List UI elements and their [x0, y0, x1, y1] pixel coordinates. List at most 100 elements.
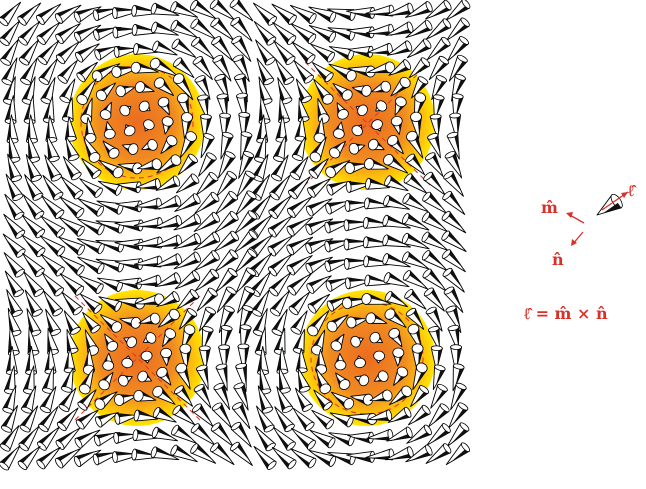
cone-arrow-icon — [179, 131, 197, 159]
cone-arrow-icon — [403, 173, 428, 194]
cone-arrow-icon — [22, 252, 45, 278]
cone-arrow-icon — [152, 406, 177, 423]
cone-arrow-icon — [430, 345, 443, 372]
cone-arrow-icon — [230, 16, 253, 42]
cone-arrow-icon — [153, 234, 183, 248]
cone-arrow-icon — [55, 41, 80, 65]
cone-arrow-icon — [176, 289, 199, 310]
cone-arrow-icon — [190, 443, 217, 464]
cone-arrow-icon — [152, 385, 176, 405]
cone-arrow-icon — [383, 195, 410, 210]
cone-arrow-icon — [4, 365, 16, 395]
cone-arrow-icon — [443, 170, 464, 197]
cone-arrow-icon — [27, 326, 40, 356]
cone-arrow-icon — [99, 101, 112, 120]
cone-arrow-icon — [368, 138, 385, 151]
cone-arrow-icon — [236, 170, 256, 198]
cone-arrow-icon — [366, 61, 396, 74]
cone-arrow-icon — [44, 154, 62, 182]
cone-arrow-icon — [406, 38, 432, 59]
cone-arrow-icon — [295, 78, 313, 104]
cone-arrow-icon — [5, 173, 24, 201]
cone-arrow-icon — [96, 277, 124, 293]
vortex-domain-top-left — [69, 54, 205, 190]
cone-arrow-icon — [394, 96, 407, 116]
cone-arrow-icon — [237, 286, 256, 314]
cone-arrow-icon — [194, 75, 211, 101]
cone-arrow-icon — [178, 308, 198, 330]
cone-arrow-icon — [315, 348, 328, 375]
cone-arrow-icon — [190, 0, 217, 20]
cone-arrow-icon — [254, 425, 276, 452]
cone-arrow-icon — [18, 425, 40, 452]
cone-arrow-icon — [290, 310, 308, 335]
cone-arrow-icon — [432, 364, 446, 391]
cone-arrow-icon — [401, 232, 430, 250]
cone-arrow-icon — [65, 136, 80, 162]
cone-arrow-icon — [137, 370, 153, 383]
cone-arrow-icon — [83, 136, 101, 163]
cone-arrow-icon — [383, 272, 410, 288]
cone-arrow-icon — [73, 24, 102, 43]
cone-arrow-icon — [133, 43, 159, 55]
cone-arrow-icon — [0, 425, 20, 452]
cone-arrow-icon — [82, 311, 101, 334]
cone-arrow-icon — [231, 402, 251, 430]
cone-arrow-icon — [336, 102, 349, 120]
cone-arrow-icon — [402, 251, 430, 270]
cone-arrow-icon — [154, 195, 182, 210]
cone-arrow-icon — [216, 286, 237, 313]
cone-arrow-icon — [313, 78, 334, 105]
cone-arrow-icon — [95, 412, 119, 428]
cone-arrow-icon — [450, 344, 463, 373]
cone-arrow-icon — [330, 391, 355, 410]
cone-arrow-icon — [422, 268, 447, 292]
cone-arrow-icon — [58, 387, 77, 412]
cone-arrow-icon — [365, 23, 394, 36]
cone-arrow-icon — [388, 59, 411, 76]
cone-arrow-icon — [173, 385, 193, 407]
cone-arrow-icon — [290, 448, 317, 469]
cone-arrow-icon — [55, 23, 81, 45]
cone-arrow-icon — [272, 134, 287, 163]
cone-arrow-icon — [425, 306, 443, 332]
cone-arrow-icon — [26, 308, 42, 337]
cone-arrow-icon — [39, 235, 66, 257]
cone-arrow-icon — [162, 328, 176, 347]
cone-arrow-icon — [151, 21, 179, 36]
cone-arrow-icon — [343, 219, 373, 232]
cone-arrow-icon — [230, 441, 253, 466]
cone-arrow-icon — [98, 372, 114, 391]
cone-arrow-icon — [214, 191, 238, 215]
cone-arrow-icon — [408, 57, 431, 79]
cone-arrow-icon — [43, 290, 63, 317]
cone-arrow-icon — [329, 140, 346, 159]
cone-arrow-icon — [287, 273, 312, 296]
cone-arrow-icon — [405, 153, 426, 176]
cone-arrow-icon — [181, 112, 193, 139]
cone-arrow-icon — [253, 2, 277, 26]
cone-arrow-icon — [448, 402, 469, 429]
cone-arrow-icon — [272, 21, 297, 45]
cone-arrow-icon — [154, 272, 181, 287]
cone-arrow-icon — [219, 112, 232, 141]
cone-arrow-icon — [291, 427, 316, 450]
cone-arrow-icon — [309, 429, 336, 449]
cone-arrow-icon — [218, 305, 235, 333]
cone-arrow-icon — [276, 386, 294, 413]
cone-arrow-icon — [37, 426, 60, 451]
cone-arrow-icon — [115, 200, 143, 213]
cone-arrow-icon — [173, 232, 202, 250]
cone-arrow-icon — [311, 409, 335, 430]
cone-arrow-icon — [195, 171, 219, 196]
cone-arrow-icon — [77, 389, 97, 411]
cone-arrow-icon — [425, 0, 452, 20]
cone-arrow-icon — [61, 291, 83, 316]
cone-arrow-icon — [445, 442, 471, 466]
cone-arrow-icon — [385, 2, 414, 16]
cone-arrow-icon — [135, 178, 161, 190]
cone-arrow-icon — [386, 426, 413, 442]
cone-arrow-icon — [384, 308, 407, 328]
cone-arrow-icon — [428, 55, 449, 81]
